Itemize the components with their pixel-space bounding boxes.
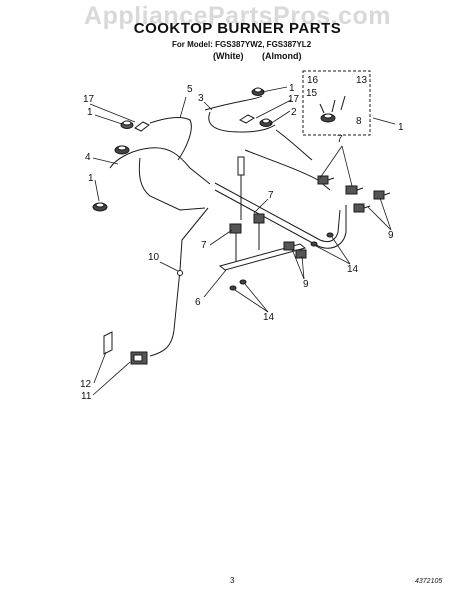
callout-14-right: 14 bbox=[347, 264, 359, 275]
bracket-center bbox=[238, 114, 256, 124]
callout-6: 6 bbox=[195, 297, 201, 308]
callout-13: 13 bbox=[356, 75, 368, 86]
valve-stems bbox=[235, 223, 260, 262]
callout-16: 16 bbox=[307, 75, 319, 86]
callout-1-bottom-left: 1 bbox=[88, 173, 94, 184]
callout-11: 11 bbox=[81, 391, 92, 402]
leader-lines bbox=[89, 86, 396, 396]
bracket-left bbox=[134, 121, 150, 132]
valve-lower-2 bbox=[253, 213, 265, 224]
burner-head-mid-left bbox=[114, 145, 130, 155]
callout-9-center: 9 bbox=[303, 279, 309, 290]
pressure-regulator bbox=[130, 351, 148, 365]
page-title: COOKTOP BURNER PARTS bbox=[133, 20, 342, 37]
burner-tube-4b bbox=[138, 157, 206, 211]
inset-box bbox=[302, 70, 371, 136]
ignitor-wire-3b bbox=[208, 111, 276, 133]
color-label-white: (White) bbox=[213, 51, 244, 61]
supply-tube-10 bbox=[149, 207, 209, 357]
callout-1-top-center: 1 bbox=[289, 83, 295, 94]
callout-15: 15 bbox=[306, 88, 318, 99]
callout-2: 2 bbox=[291, 107, 297, 118]
callout-5: 5 bbox=[187, 84, 193, 95]
callout-17-left: 17 bbox=[83, 94, 95, 105]
screw-right-b bbox=[326, 232, 334, 238]
screw-lower-b bbox=[239, 279, 247, 285]
regulator-bracket bbox=[103, 331, 113, 355]
valve-lower-3 bbox=[283, 241, 295, 251]
callout-7-right: 7 bbox=[337, 134, 343, 145]
valve-lower-1 bbox=[229, 223, 242, 234]
valve-right-4 bbox=[373, 190, 391, 200]
callout-9-right: 9 bbox=[388, 230, 394, 241]
page-number: 3 bbox=[230, 576, 235, 585]
burner-head-bottom-left bbox=[92, 202, 108, 212]
watermark-text: AppliancePartsPros.com bbox=[84, 2, 391, 30]
burner-head-top-left bbox=[120, 120, 134, 129]
callout-1-right: 1 bbox=[398, 122, 404, 133]
manifold-tube bbox=[214, 182, 341, 243]
valve-right-3 bbox=[353, 203, 371, 213]
burner-head-top-right bbox=[259, 118, 273, 127]
callout-12: 12 bbox=[80, 379, 92, 390]
callout-4: 4 bbox=[85, 152, 91, 163]
model-subtitle: For Model: FGS387YW2, FGS387YL2 bbox=[172, 40, 312, 49]
callout-8: 8 bbox=[356, 116, 362, 127]
manifold-tube-outer bbox=[214, 189, 347, 249]
center-fitting bbox=[237, 156, 245, 176]
valve-lower-4 bbox=[295, 249, 307, 259]
color-label-almond: (Almond) bbox=[262, 51, 302, 61]
callout-17-center: 17 bbox=[288, 94, 300, 105]
callout-7-left: 7 bbox=[201, 240, 207, 251]
burner-head-top-center bbox=[251, 87, 265, 96]
valve-right-2 bbox=[345, 185, 364, 195]
callout-7-center: 7 bbox=[268, 190, 274, 201]
callout-10: 10 bbox=[148, 252, 160, 263]
document-number: 4372105 bbox=[415, 578, 443, 585]
supply-fitting bbox=[177, 270, 183, 276]
screw-right-a bbox=[310, 241, 318, 247]
burner-head-inset bbox=[319, 95, 346, 123]
valve-right-1 bbox=[317, 175, 335, 185]
ignitor-wire-2 bbox=[275, 129, 313, 161]
upper-crossover bbox=[244, 149, 331, 191]
callout-3: 3 bbox=[198, 93, 204, 104]
ignitor-wire-3 bbox=[204, 95, 263, 111]
callout-14-lower: 14 bbox=[263, 312, 275, 323]
screw-lower-a bbox=[229, 285, 237, 291]
burner-tube-4 bbox=[109, 147, 211, 185]
callout-1-top-left: 1 bbox=[87, 107, 93, 118]
ignitor-wire-5 bbox=[149, 116, 192, 161]
